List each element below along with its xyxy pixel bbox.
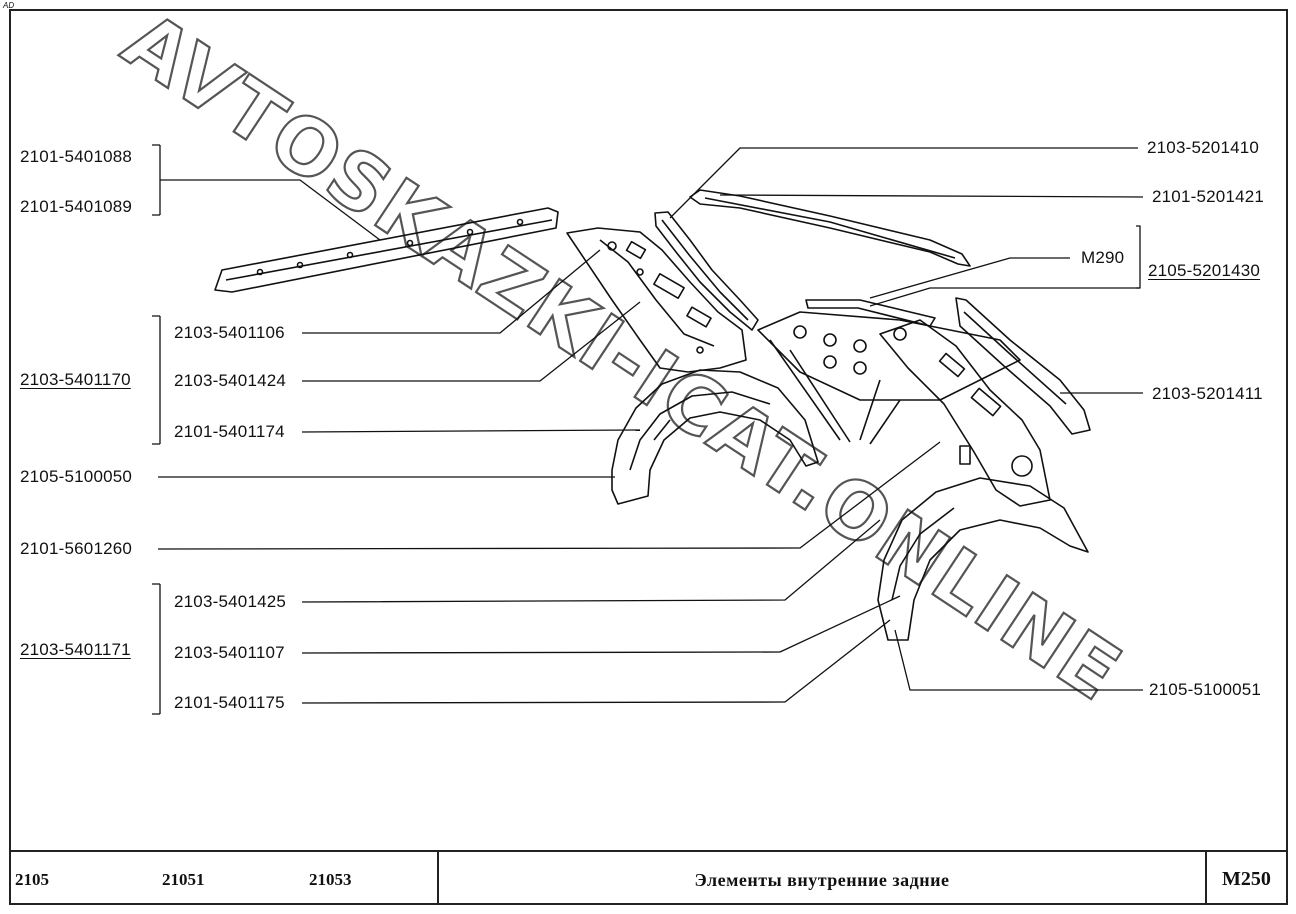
model-2105: 2105 — [15, 870, 49, 889]
part-number-2105-5100050: 2105-5100050 — [20, 467, 133, 486]
part-number-2103-5201411: 2103-5201411 — [1152, 384, 1263, 403]
drawing-frame — [9, 9, 1288, 905]
left-inner-panel-part — [566, 227, 747, 373]
assembly-number-2103-5401170: 2103-5401170 — [20, 370, 131, 389]
model-21053: 21053 — [309, 870, 352, 889]
part-number-2103-5201410: 2103-5201410 — [1147, 138, 1260, 157]
part-number-2103-5401424: 2103-5401424 — [174, 371, 287, 390]
part-number-2103-5401106: 2103-5401106 — [174, 323, 285, 342]
assembly-number-2103-5401171: 2103-5401171 — [20, 640, 131, 659]
part-number-2101-5401174: 2101-5401174 — [174, 422, 285, 441]
left-pillar-part — [654, 211, 759, 331]
part-number-2101-5401089: 2101-5401089 — [20, 197, 133, 216]
part-number-2101-5401088: 2101-5401088 — [20, 147, 133, 166]
cross-member-part — [214, 207, 559, 293]
right-wheel-arch-part — [877, 477, 1089, 641]
part-number-2103-5401425: 2103-5401425 — [174, 592, 287, 611]
part-number-2101-5601260: 2101-5601260 — [20, 539, 133, 558]
diagram-code: M250 — [1222, 868, 1271, 890]
title-cell: Элементы внутренние задние — [439, 852, 1207, 905]
title-block: 2105 21051 21053 Элементы внутренние зад… — [9, 850, 1288, 905]
part-number-m290: M290 — [1081, 248, 1125, 267]
right-pillar-part — [955, 297, 1091, 435]
assembly-number-2105-5201430: 2105-5201430 — [1148, 261, 1261, 280]
rear-shelf-part — [757, 299, 1021, 445]
part-number-2101-5201421: 2101-5201421 — [1152, 187, 1265, 206]
right-inner-panel-part — [879, 319, 1051, 507]
model-21051: 21051 — [162, 870, 205, 889]
leader-lines — [152, 144, 1144, 715]
code-cell: M250 — [1207, 852, 1286, 905]
roof-rail-part — [689, 189, 971, 267]
left-wheel-arch-part — [611, 369, 819, 505]
models-cell: 2105 21051 21053 — [9, 852, 439, 905]
part-number-2105-5100051: 2105-5100051 — [1149, 680, 1262, 699]
part-number-2101-5401175: 2101-5401175 — [174, 693, 285, 712]
corner-mark: AD — [3, 1, 15, 10]
diagram-title: Элементы внутренние задние — [694, 870, 950, 890]
part-number-2103-5401107: 2103-5401107 — [174, 643, 285, 662]
